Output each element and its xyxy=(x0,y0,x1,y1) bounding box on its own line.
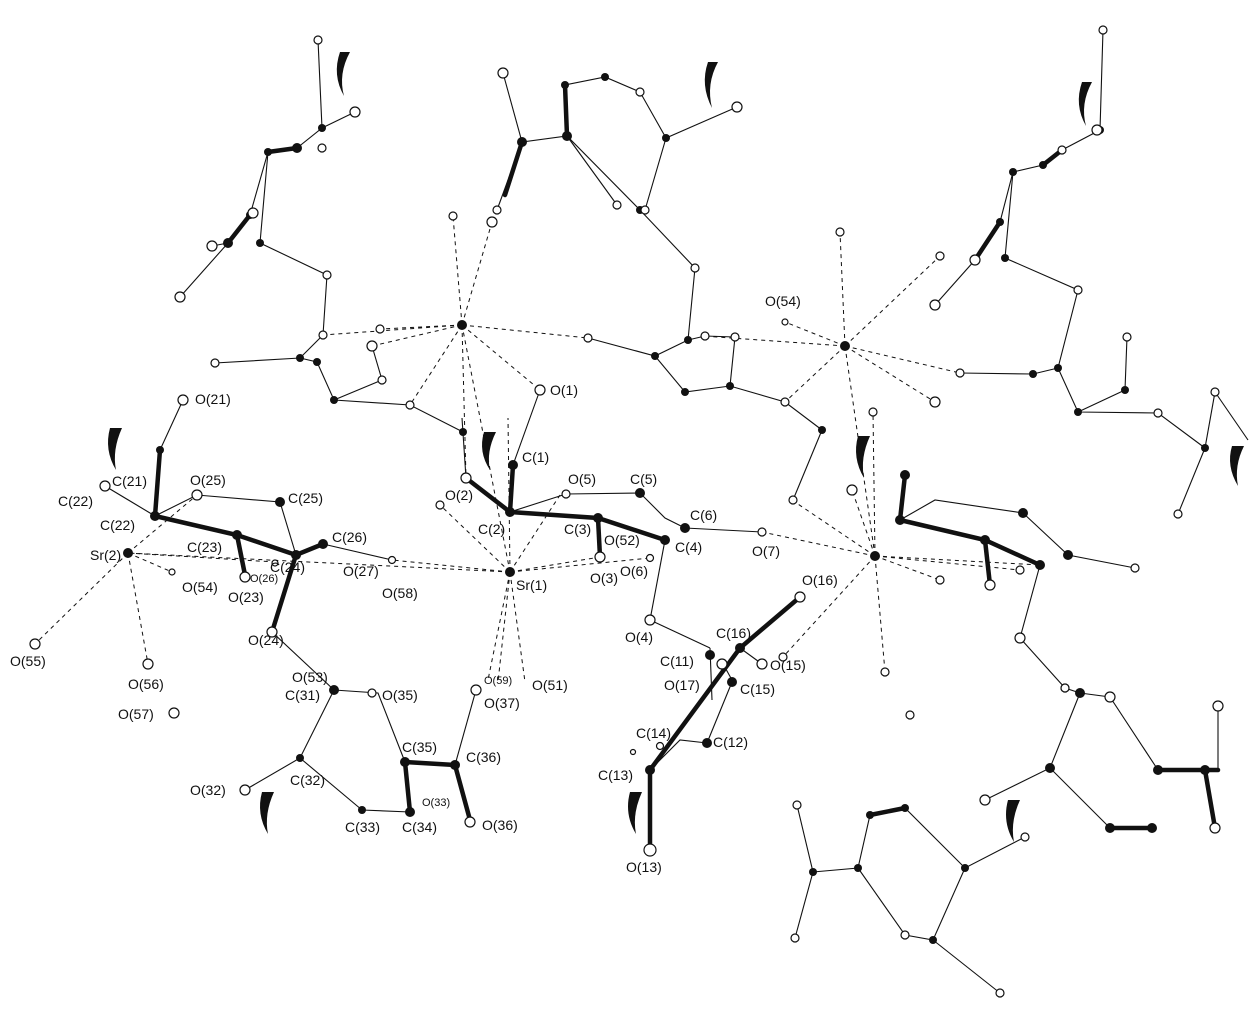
covalent-bonds xyxy=(104,29,1249,994)
label-o16: O(16) xyxy=(802,572,838,588)
label-c2: C(2) xyxy=(478,521,505,537)
label-c3: C(3) xyxy=(564,521,591,537)
label-o24: O(24) xyxy=(248,632,284,648)
label-o3: O(3) xyxy=(590,570,618,586)
label-sr2: Sr(2) xyxy=(90,547,121,563)
label-o4: O(4) xyxy=(625,629,653,645)
label-c22a: C(22) xyxy=(58,493,93,509)
label-c26: C(26) xyxy=(332,529,367,545)
label-o21: O(21) xyxy=(195,391,231,407)
label-c33: C(33) xyxy=(345,819,380,835)
label-c11: C(11) xyxy=(660,653,694,669)
label-o54-top: O(54) xyxy=(765,293,801,309)
label-o13: O(13) xyxy=(626,859,662,875)
label-c4: C(4) xyxy=(675,539,702,555)
label-o1: O(1) xyxy=(550,382,578,398)
label-o57: O(57) xyxy=(118,706,154,722)
label-c1: C(1) xyxy=(522,449,549,465)
label-o52: O(52) xyxy=(604,532,640,548)
label-o53: O(53) xyxy=(292,669,328,685)
label-o27: O(27) xyxy=(343,563,379,579)
label-o54: O(54) xyxy=(182,579,218,595)
strontium-atoms xyxy=(123,320,880,577)
label-c24: C(24) xyxy=(270,559,305,575)
label-o17: O(17) xyxy=(664,677,700,693)
label-c23: C(23) xyxy=(187,539,222,555)
lone-pair-markers xyxy=(108,52,1244,842)
label-c15: C(15) xyxy=(740,681,775,697)
label-o56: O(56) xyxy=(128,676,164,692)
label-o55: O(55) xyxy=(10,653,46,669)
atom-labels: O(54) O(1) O(21) C(1) C(21) O(25) O(5) C… xyxy=(10,293,838,875)
label-c22b: C(22) xyxy=(100,517,135,533)
label-o2: O(2) xyxy=(445,487,473,503)
label-o51: O(51) xyxy=(532,677,568,693)
label-o7: O(7) xyxy=(752,543,780,559)
label-c31: C(31) xyxy=(285,687,320,703)
label-o25: O(25) xyxy=(190,472,226,488)
label-o5: O(5) xyxy=(568,471,596,487)
label-o58: O(58) xyxy=(382,585,418,601)
label-o23: O(23) xyxy=(228,589,264,605)
label-c32: C(32) xyxy=(290,772,325,788)
front-bonds xyxy=(152,82,1221,853)
label-o37: O(37) xyxy=(484,695,520,711)
carbon-atoms xyxy=(150,73,1210,944)
label-o35: O(35) xyxy=(382,687,418,703)
label-c25: C(25) xyxy=(288,490,323,506)
label-c21: C(21) xyxy=(112,473,147,489)
label-o26: O(26) xyxy=(250,573,278,585)
label-c5: C(5) xyxy=(630,471,657,487)
label-o32: O(32) xyxy=(190,782,226,798)
label-c14: C(14) xyxy=(636,725,671,741)
label-c16: C(16) xyxy=(716,625,751,641)
label-c36: C(36) xyxy=(466,749,501,765)
label-c6: C(6) xyxy=(690,507,717,523)
oxygen-atoms xyxy=(29,25,1224,998)
label-sr1: Sr(1) xyxy=(516,577,547,593)
label-o59: O(59) xyxy=(484,675,512,687)
label-c13: C(13) xyxy=(598,767,633,783)
label-c12: C(12) xyxy=(713,734,748,750)
label-o15: O(15) xyxy=(770,657,806,673)
label-o36: O(36) xyxy=(482,817,518,833)
label-c34: C(34) xyxy=(402,819,437,835)
label-o6: O(6) xyxy=(620,563,648,579)
label-o33: O(33) xyxy=(422,797,450,809)
label-c35: C(35) xyxy=(402,739,437,755)
